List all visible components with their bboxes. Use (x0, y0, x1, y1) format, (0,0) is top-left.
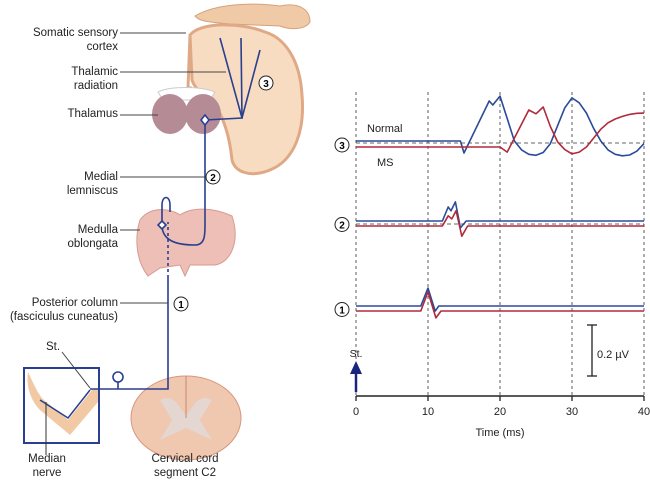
trace-3-ms (356, 106, 645, 155)
x-tick-label: 30 (566, 406, 578, 418)
stimulus-label: St. (350, 348, 363, 360)
label-thalamus: Thalamus (67, 108, 119, 120)
marker-3: 3 (263, 79, 269, 90)
trace-marker-circle (334, 302, 350, 317)
trace-marker-2: 2 (339, 221, 345, 232)
sensory-pathway (90, 37, 261, 390)
x-tick-label: 20 (494, 406, 506, 418)
x-tick-label: 10 (422, 406, 434, 418)
arm-box (23, 367, 100, 455)
marker-2: 2 (210, 173, 216, 184)
legend-ms: MS (377, 157, 394, 169)
trace-marker-3: 3 (339, 141, 345, 152)
legend-normal: Normal (367, 123, 402, 135)
trace-1-ms (356, 291, 644, 319)
label-posterior-column: Posterior column(fasciculus cuneatus) (9, 297, 118, 323)
trace-3-normal (356, 95, 645, 157)
x-tick-label: 40 (638, 406, 650, 418)
trace-2-ms (356, 209, 644, 237)
spinal-cord (130, 375, 242, 461)
trace-1-normal (356, 287, 644, 312)
thalamus (152, 87, 221, 134)
trace-marker-circle (334, 137, 350, 153)
scale-bar-label: 0.2 µV (597, 349, 630, 361)
trace-marker-circle (334, 217, 350, 232)
x-tick-label: 0 (353, 406, 359, 418)
leader-lines (61, 32, 226, 389)
anatomy-markers: 3 2 1 (173, 75, 274, 312)
label-stimulus: St. (46, 341, 61, 353)
stimulus-arrow-head-icon (350, 361, 362, 374)
trace-marker-1: 1 (339, 306, 345, 317)
x-axis-label: Time (ms) (475, 427, 524, 439)
trace-2-normal (356, 201, 644, 229)
marker-1: 1 (178, 300, 184, 311)
